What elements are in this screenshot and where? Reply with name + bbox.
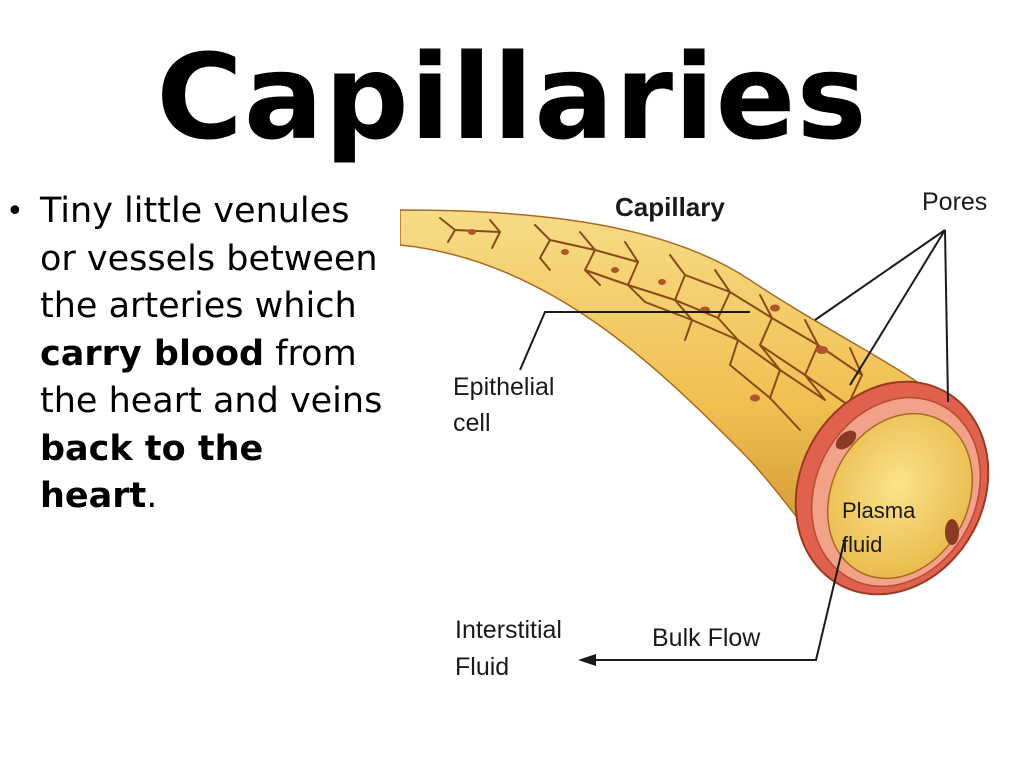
label-leader-lines xyxy=(519,229,949,661)
bullet-text-part3: . xyxy=(146,476,158,516)
bulk-flow-arrowhead xyxy=(578,654,596,666)
plasma-label-line2: fluid xyxy=(842,532,882,557)
bullet-text-bold2: back to the heart xyxy=(40,428,264,517)
epithelial-label-line1: Epithelial xyxy=(453,373,554,401)
capillary-diagram-svg: Capillary Pores Epithelial cell Plasma f… xyxy=(400,188,990,681)
pores-label: Pores xyxy=(922,188,987,216)
plasma-label-line1: Plasma xyxy=(842,498,916,523)
epithelial-label-line2: cell xyxy=(453,409,491,437)
diagram-title: Capillary xyxy=(615,192,725,222)
list-item: • Tiny little venules or vessels between … xyxy=(6,188,386,521)
bullet-icon: • xyxy=(6,194,24,229)
bullet-text-part2: from the heart and veins xyxy=(40,333,383,422)
cell-nuclei xyxy=(468,229,828,402)
page-title: Capillaries xyxy=(156,28,868,166)
capillary-diagram: Capillary Pores Epithelial cell Plasma f… xyxy=(400,170,1010,690)
interstitial-label-line2: Fluid xyxy=(455,653,509,681)
bullet-text-part1: Tiny little venules or vessels between t… xyxy=(40,191,378,326)
bullet-text-bold1: carry blood xyxy=(40,333,265,374)
bulk-flow-label: Bulk Flow xyxy=(652,624,761,652)
bullet-list: • Tiny little venules or vessels between … xyxy=(6,188,386,521)
interstitial-label-line1: Interstitial xyxy=(455,616,562,644)
